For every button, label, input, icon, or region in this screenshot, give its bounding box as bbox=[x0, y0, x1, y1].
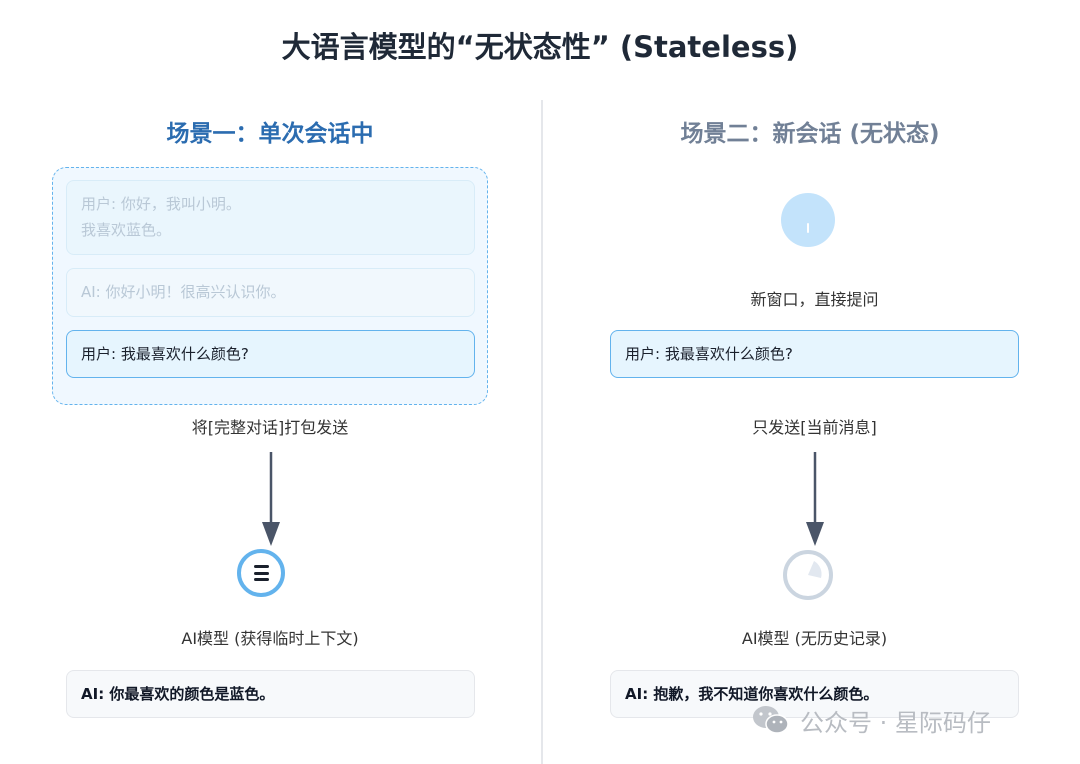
left-ai-answer-text: AI: 你最喜欢的颜色是蓝色。 bbox=[81, 685, 275, 703]
right-current-user-message: 用户: 我最喜欢什么颜色? bbox=[610, 330, 1019, 378]
watermark-text: 公众号 · 星际码仔 bbox=[800, 708, 991, 737]
new-window-icon bbox=[781, 193, 835, 247]
history-user-line1: 用户: 你好，我叫小明。 bbox=[81, 195, 241, 213]
right-arrow bbox=[806, 452, 824, 546]
right-ai-answer-text: AI: 抱歉，我不知道你喜欢什么颜色。 bbox=[625, 685, 879, 703]
left-current-user-message: 用户: 我最喜欢什么颜色? bbox=[66, 330, 475, 378]
right-current-user-text: 用户: 我最喜欢什么颜色? bbox=[625, 345, 793, 363]
column-divider bbox=[541, 100, 543, 764]
left-current-user-text: 用户: 我最喜欢什么颜色? bbox=[81, 345, 249, 363]
left-model-caption: AI模型 (获得临时上下文) bbox=[181, 629, 359, 648]
wechat-icon bbox=[753, 706, 789, 734]
left-arrow bbox=[262, 452, 280, 546]
history-ai-text: AI: 你好小明！很高兴认识你。 bbox=[81, 283, 286, 301]
new-window-caption: 新窗口，直接提问 bbox=[750, 290, 879, 309]
right-send-caption: 只发送[当前消息] bbox=[752, 418, 877, 437]
left-ai-answer: AI: 你最喜欢的颜色是蓝色。 bbox=[66, 670, 475, 718]
clock-icon bbox=[783, 550, 833, 600]
history-ai-message: AI: 你好小明！很高兴认识你。 bbox=[66, 268, 475, 317]
scenario-one-heading: 场景一：单次会话中 bbox=[166, 121, 374, 147]
history-user-line2: 我喜欢蓝色。 bbox=[81, 221, 172, 239]
left-send-caption: 将[完整对话]打包发送 bbox=[191, 418, 349, 437]
right-model-caption: AI模型 (无历史记录) bbox=[741, 629, 888, 648]
right-ai-answer: AI: 抱歉，我不知道你喜欢什么颜色。 bbox=[610, 670, 1019, 718]
hamburger-icon bbox=[237, 549, 285, 597]
history-user-message: 用户: 你好，我叫小明。 我喜欢蓝色。 bbox=[66, 180, 475, 255]
page-title: 大语言模型的“无状态性” (Stateless) bbox=[281, 30, 799, 64]
watermark: 公众号 · 星际码仔 bbox=[752, 703, 991, 737]
scenario-two-heading: 场景二：新会话 (无状态) bbox=[680, 121, 940, 147]
